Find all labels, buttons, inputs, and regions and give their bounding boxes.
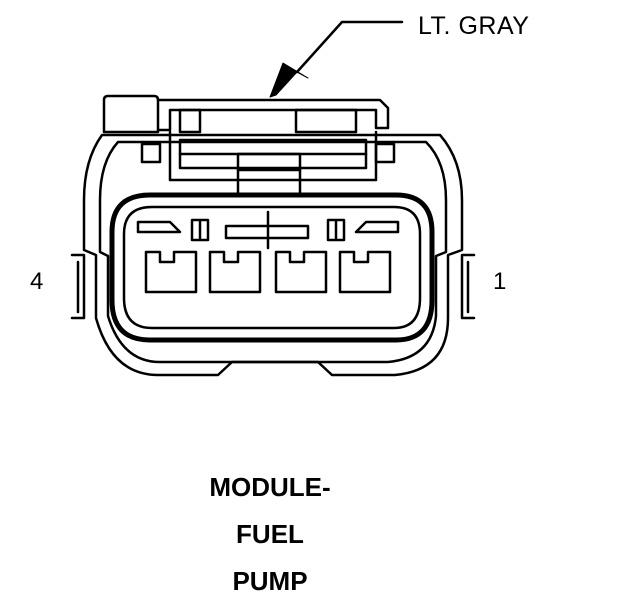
- connector-color-label: LT. GRAY: [418, 12, 530, 40]
- terminal-cavities: [144, 250, 392, 294]
- connector-face: [109, 192, 435, 343]
- title-line-1: MODULE-: [209, 472, 331, 502]
- connector-housing: [70, 133, 476, 377]
- pin-number-left: 4: [30, 268, 44, 295]
- pin-number-right: 1: [493, 268, 507, 295]
- cavity-3: [208, 250, 262, 294]
- cavity-2: [274, 250, 328, 294]
- color-leader-arrow: [269, 20, 404, 98]
- title-line-3: PUMP: [232, 566, 308, 596]
- cavity-1: [338, 250, 392, 294]
- connector-latch: [102, 94, 396, 196]
- cavity-4: [144, 250, 198, 294]
- title-line-2: FUEL: [236, 519, 304, 549]
